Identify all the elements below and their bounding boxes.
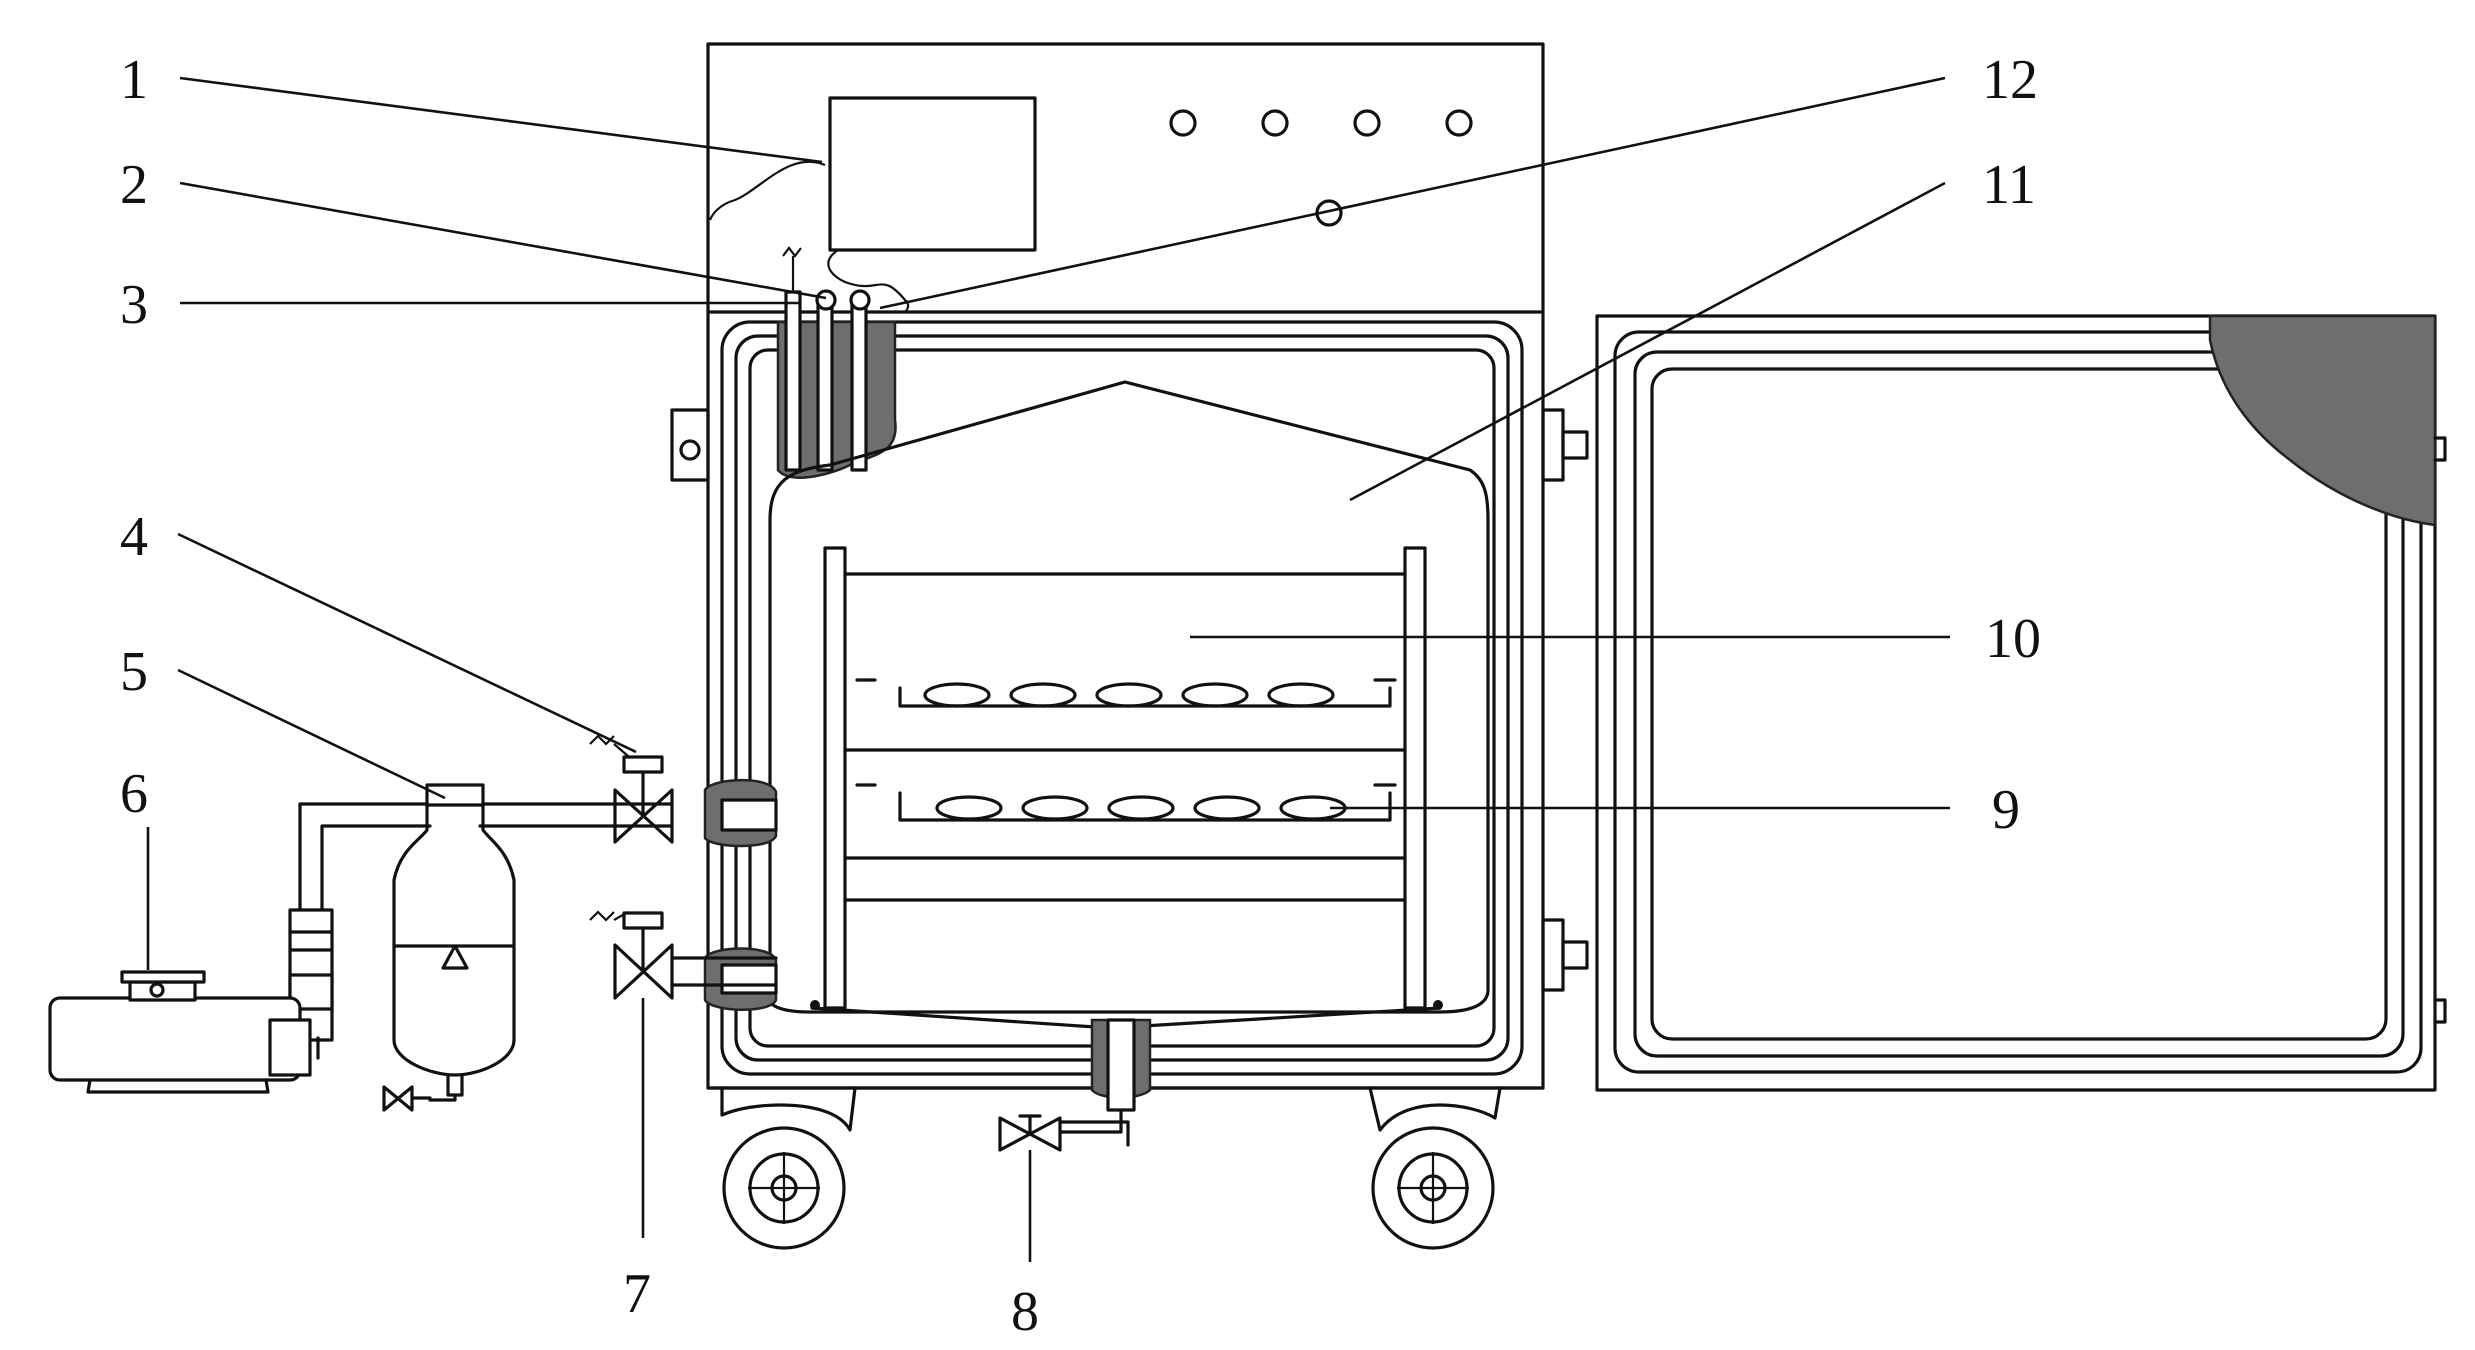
bottom-drain <box>998 1018 1152 1152</box>
lower-tray <box>855 783 1397 822</box>
open-door <box>1595 314 2447 1092</box>
cold-trap-tank <box>382 783 516 1112</box>
control-knobs <box>1169 109 1473 227</box>
callout-6: 6 <box>120 763 148 825</box>
callout-1: 1 <box>120 49 148 111</box>
leader-lines <box>146 76 1950 1262</box>
cabinet <box>670 42 1589 1090</box>
callout-10: 10 <box>1985 608 2041 670</box>
callout-8: 8 <box>1011 1281 1039 1343</box>
callout-5: 5 <box>120 641 148 703</box>
callout-3: 3 <box>120 274 148 336</box>
callout-7: 7 <box>623 1263 651 1325</box>
shelf-rack <box>810 546 1443 1010</box>
display-screen <box>828 96 1037 252</box>
callout-9: 9 <box>1992 779 2020 841</box>
callout-2: 2 <box>120 154 148 216</box>
heating-electrodes <box>776 246 897 479</box>
valve-7 <box>589 910 674 1000</box>
callout-11: 11 <box>1982 154 2036 216</box>
callout-12: 12 <box>1982 49 2038 111</box>
wheels <box>720 1086 1502 1250</box>
callout-labels: 1 2 3 4 5 6 7 8 9 10 11 12 <box>120 49 2041 1343</box>
vacuum-piping <box>48 734 778 1112</box>
vacuum-pump <box>48 908 334 1094</box>
upper-tray <box>855 678 1397 708</box>
callout-4: 4 <box>120 506 148 568</box>
